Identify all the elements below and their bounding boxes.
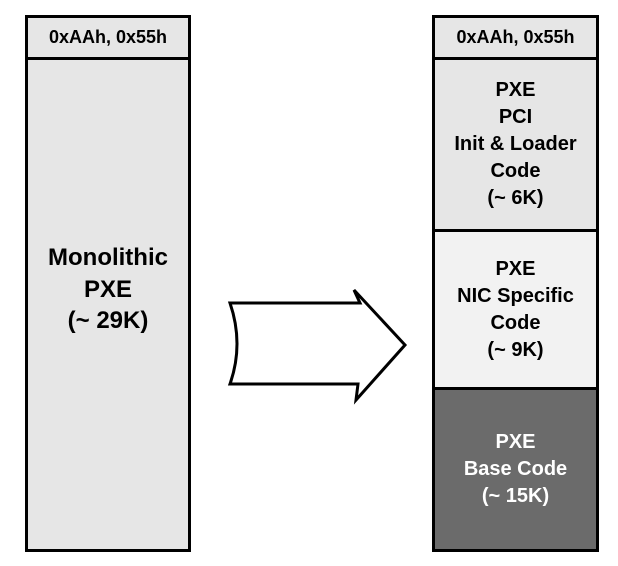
nic-specific-label: PXE NIC Specific Code (~ 9K) bbox=[457, 256, 574, 364]
label-line: PXE bbox=[495, 431, 536, 453]
label-line: Init & Loader bbox=[454, 133, 577, 155]
pci-init-loader-section: PXE PCI Init & Loader Code (~ 6K) bbox=[435, 60, 596, 232]
label-line: (~ 15K) bbox=[481, 485, 550, 507]
label-line: Base Code bbox=[463, 458, 568, 480]
label-line: Code bbox=[490, 160, 541, 182]
label-line: PXE bbox=[83, 275, 132, 303]
right-header: 0xAAh, 0x55h bbox=[435, 18, 596, 60]
label-line: (~ 6K) bbox=[487, 187, 544, 209]
label-line: PCI bbox=[498, 106, 533, 128]
nic-specific-section: PXE NIC Specific Code (~ 9K) bbox=[435, 232, 596, 390]
monolithic-pxe-label: Monolithic PXE (~ 29K) bbox=[48, 242, 168, 338]
monolithic-pxe-body: Monolithic PXE (~ 29K) bbox=[28, 60, 188, 549]
split-pxe-block: 0xAAh, 0x55h PXE PCI Init & Loader Code … bbox=[432, 15, 599, 552]
base-code-section: PXE Base Code (~ 15K) bbox=[435, 390, 596, 549]
label-line: PXE bbox=[495, 257, 536, 280]
label-line: (~ 29K) bbox=[67, 307, 149, 335]
left-header: 0xAAh, 0x55h bbox=[28, 18, 188, 60]
label-line: NIC Specific bbox=[457, 284, 574, 307]
pci-init-loader-label: PXE PCI Init & Loader Code (~ 6K) bbox=[454, 77, 576, 212]
label-line: Code bbox=[490, 311, 541, 334]
base-code-label: PXE Base Code (~ 15K) bbox=[464, 429, 567, 510]
monolithic-pxe-block: 0xAAh, 0x55h Monolithic PXE (~ 29K) bbox=[25, 15, 191, 552]
label-line: Monolithic bbox=[48, 243, 168, 271]
label-line: PXE bbox=[495, 79, 536, 101]
label-line: (~ 9K) bbox=[487, 338, 544, 361]
